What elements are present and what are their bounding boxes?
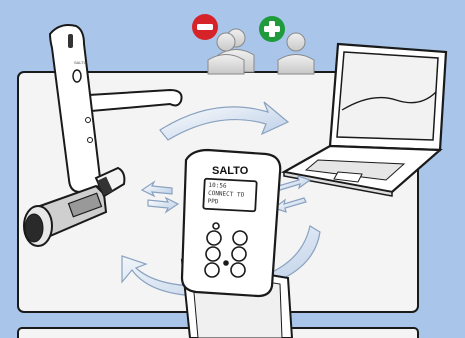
remove-user-icon bbox=[192, 14, 254, 74]
add-user-icon bbox=[259, 16, 314, 74]
screen-line-1: 10:56 bbox=[208, 182, 227, 190]
lock-brand-label: SALTO bbox=[74, 60, 87, 65]
device-brand-label: SALTO bbox=[212, 165, 249, 177]
screen-line-3: PPD bbox=[207, 198, 219, 206]
programming-device: SALTO 10:56 CONNECT TO PPD bbox=[182, 150, 292, 338]
